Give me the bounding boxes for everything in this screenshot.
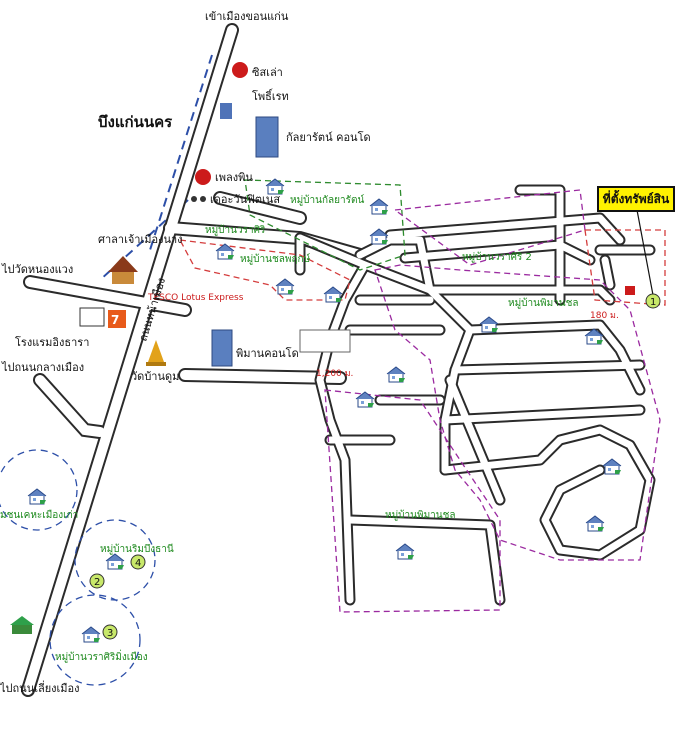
badge-2: 2 [94, 577, 100, 588]
label-rongraem: โรงแรมอิงธารา [15, 335, 89, 349]
label-mu-worasiri: หมู่บ้านวราศิริ [205, 224, 266, 236]
badge-1: 1 [650, 297, 656, 308]
label-tesco: TESCO Lotus Express [147, 293, 244, 303]
label-private: โพธิ์เรท [252, 88, 289, 103]
label-mu-rin-bueng: หมู่บ้านริมบึงธานี [100, 543, 174, 555]
restaurant-icon [195, 62, 248, 185]
label-mu-chonphruksa: หมู่บ้านชลพฤกษ์ [240, 253, 311, 265]
label-to-khonkaen: เข้าเมืองขอนแก่น [205, 10, 289, 23]
label-bueng-kaen-nakhon: บึงแก่นนคร [98, 113, 173, 131]
badge-3: 3 [107, 628, 113, 639]
label-sizzler: ซิสเล่า [252, 66, 283, 79]
school-icon [10, 616, 34, 634]
label-dist-180: 180 ม. [590, 311, 619, 321]
temple-icon [108, 256, 138, 284]
label-mu-chonkhet: มชนเคหะเมืองเก่า [0, 509, 78, 521]
svg-text:7: 7 [111, 313, 119, 327]
label-to-liang-mueang: ไปถนนเลี่ยงเมือง [0, 680, 80, 695]
label-mu-worasiri2: หมู่บ้านวราศิริ 2 [462, 251, 532, 263]
target-marker [625, 209, 654, 296]
badge-4: 4 [135, 558, 141, 569]
village-circles [0, 449, 156, 686]
gym-icon [191, 196, 206, 202]
label-kanlayarat-condo: กัลยารัตน์ คอนโด [286, 130, 371, 144]
label-to-nonkhlang: ไปถนนกลางเมือง [1, 361, 84, 374]
label-san-chao: ศาลาเจ้าเมืองนาง [98, 233, 183, 246]
label-mu-kanlayarat: หมู่บ้านกัลยารัตน์ [290, 194, 365, 206]
label-the-one-fit: เดอะวันฟิตเนส [210, 193, 280, 206]
number-badges: 1 2 3 4 [89, 293, 661, 640]
label-mu-worasiri-mueang: หมู่บ้านวราศิริมิ่งเมือง [55, 649, 148, 663]
label-dist-1200: 1,200 ม. [316, 369, 353, 379]
village-boundaries [178, 179, 666, 613]
label-phloengphin: เพลงพิน [215, 171, 253, 184]
stupa-icon [146, 340, 166, 366]
label-mu-phiman-top: หมู่บ้านพิมานชล [508, 297, 579, 309]
label-wat-ban-dum: วัดบ้านดูม [131, 370, 179, 383]
map-labels: เข้าเมืองขอนแก่น บึงแก่นนคร ซิสเล่า โพธิ… [0, 10, 619, 695]
seven-eleven-icon: 7 [79, 307, 126, 328]
label-phiman-condo: พิมานคอนโด [236, 346, 299, 360]
local-roads [294, 184, 656, 606]
building-icon [211, 103, 351, 367]
main-roads [21, 23, 367, 697]
label-mu-phiman-bottom: หมู่บ้านพิมานชล [385, 509, 456, 521]
label-to-wat-nongwaeng: ไปวัดหนองแวง [1, 263, 73, 276]
property-location-label: ที่ตั้งทรัพย์สิน [597, 186, 675, 212]
